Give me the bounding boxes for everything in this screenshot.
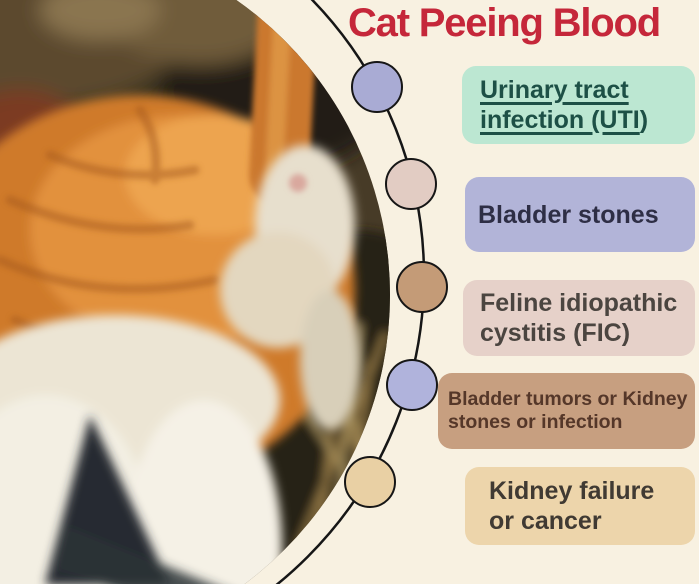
cause-card-uti: Urinary tract infection (UTI) <box>462 66 695 144</box>
cause-label: Bladder stones <box>478 200 659 229</box>
node-1-uti <box>351 61 403 113</box>
node-4-tumors <box>386 359 438 411</box>
cat-anus-spot <box>289 174 307 192</box>
node-5-kidney-failure <box>344 456 396 508</box>
cause-label: Kidney failure or cancer <box>489 477 655 535</box>
leg-shadows <box>45 415 211 584</box>
cause-card-fic: Feline idiopathic cystitis (FIC) <box>463 280 695 356</box>
node-2-bladder-stones <box>385 158 437 210</box>
cat-photo-painting <box>0 0 390 584</box>
cause-card-bladder-stones: Bladder stones <box>465 177 695 252</box>
cause-card-kidney-failure: Kidney failure or cancer <box>465 467 695 545</box>
cause-label: Urinary tract infection (UTI) <box>480 76 649 134</box>
cat-photo <box>0 0 390 584</box>
cause-label: Feline idiopathic cystitis (FIC) <box>480 289 678 347</box>
node-3-fic <box>396 261 448 313</box>
cause-card-tumors: Bladder tumors or Kidney stones or infec… <box>438 373 695 449</box>
page-title: Cat Peeing Blood <box>348 1 661 45</box>
cause-label: Bladder tumors or Kidney stones or infec… <box>448 387 688 433</box>
